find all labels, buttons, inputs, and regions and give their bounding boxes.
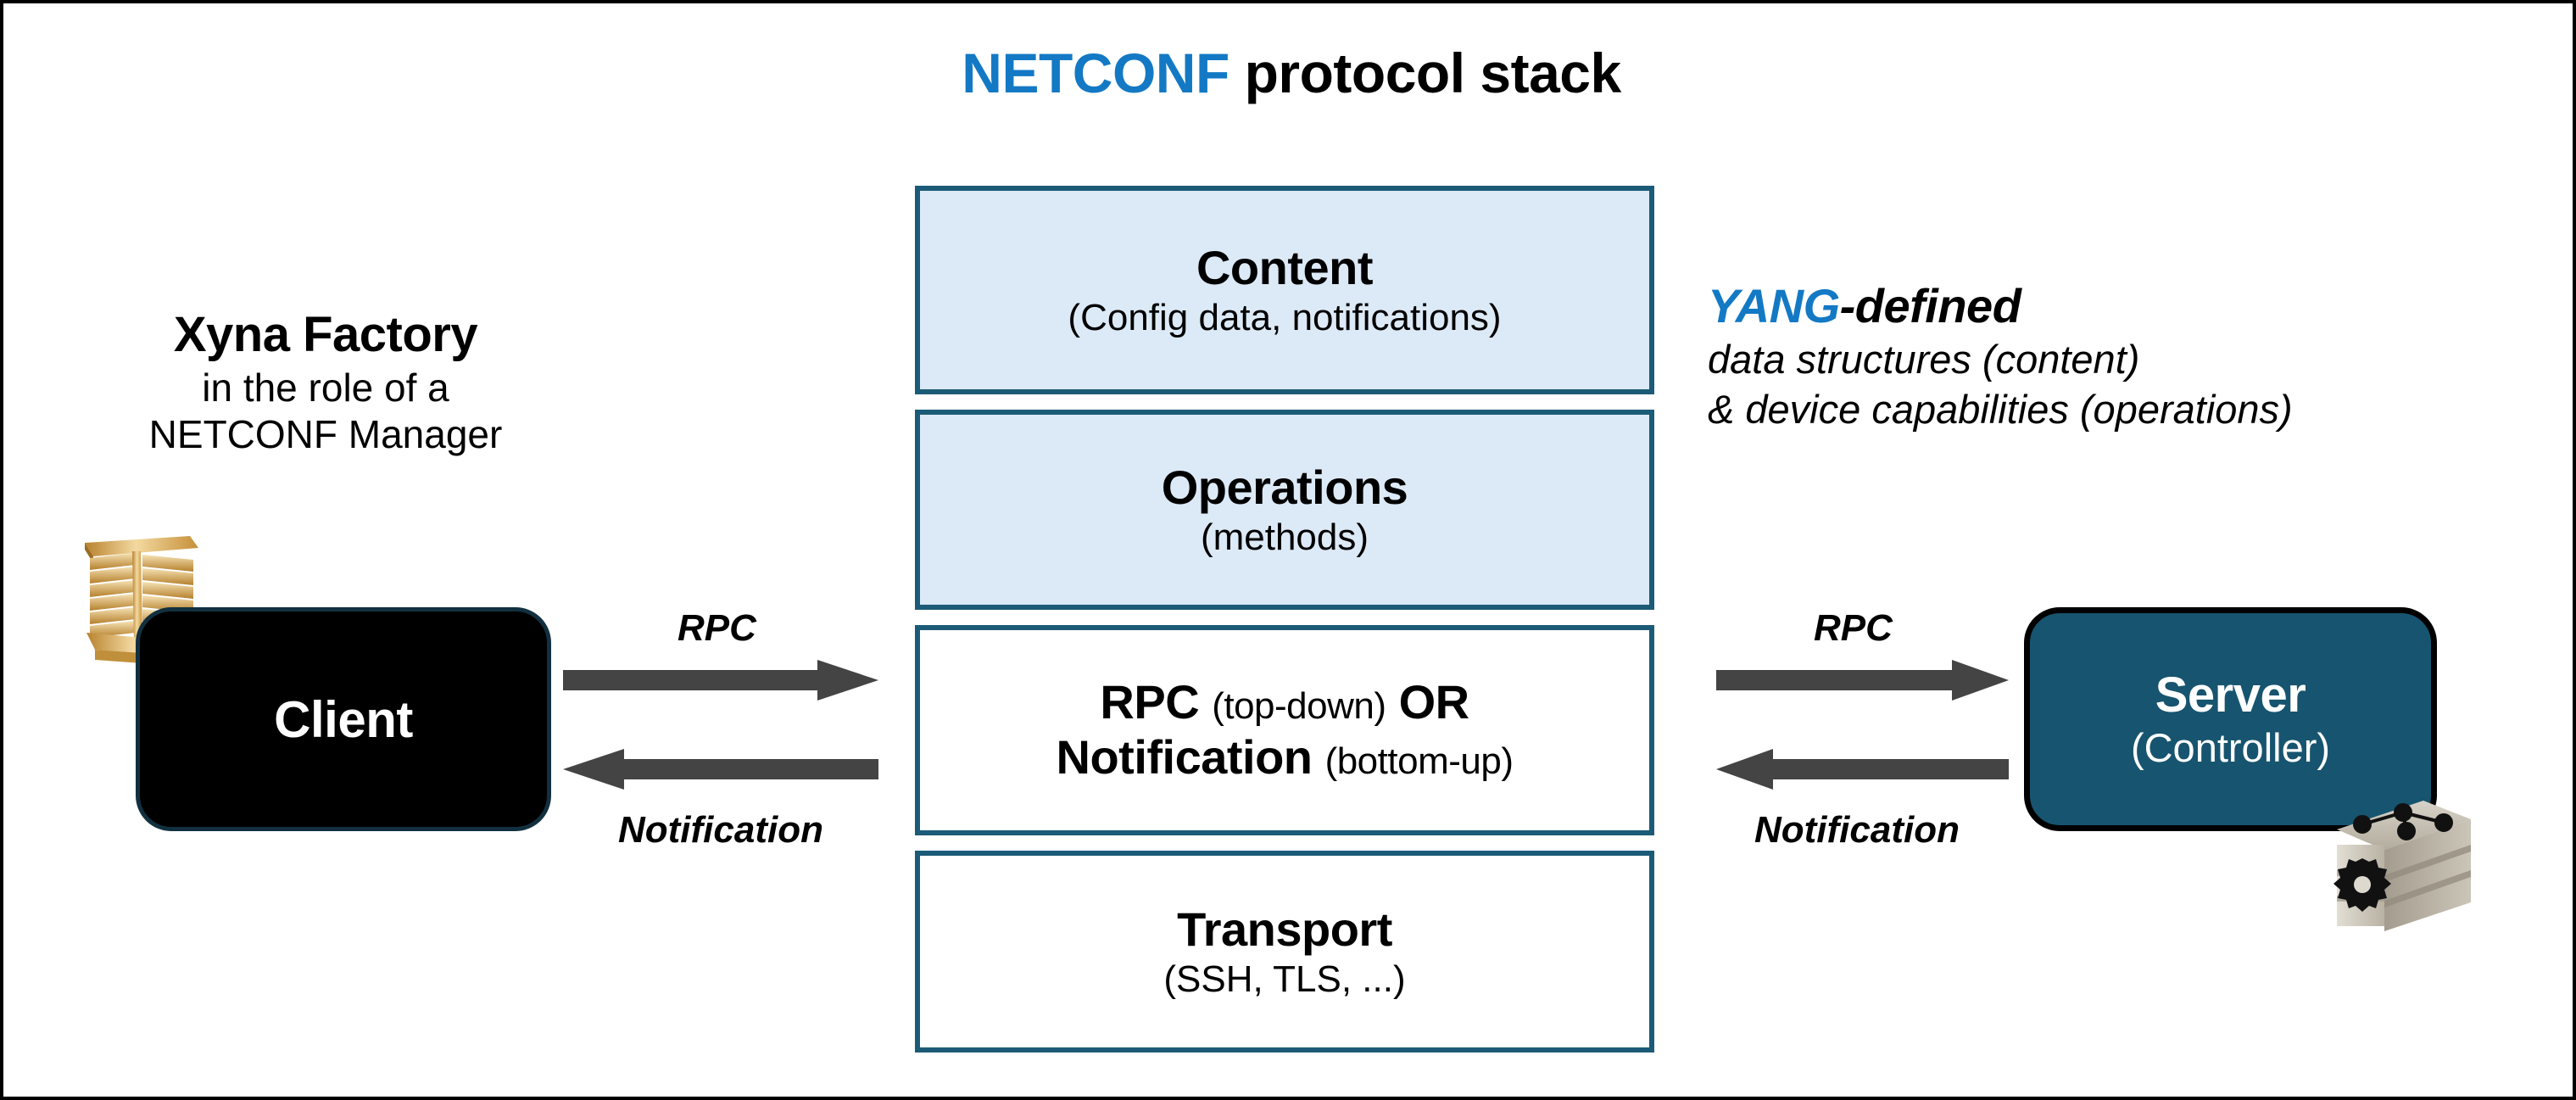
arrow-stack-to-server <box>1716 660 2009 701</box>
page-title-rest: protocol stack <box>1229 42 1622 104</box>
arrow-client-to-stack <box>563 660 878 701</box>
yang-caption: YANG-defined data structures (content) &… <box>1708 276 2564 434</box>
arrow-server-to-stack <box>1716 749 2009 790</box>
stack-layer-content-title: Content <box>1196 241 1374 294</box>
page-title: NETCONF protocol stack <box>3 41 2573 105</box>
stack-layer-or: OR <box>1398 675 1470 729</box>
server-label: Server <box>2155 667 2306 723</box>
yang-caption-line1: YANG-defined <box>1708 276 2564 335</box>
client-caption-line2: in the role of a <box>202 365 449 410</box>
client-caption-line1: Xyna Factory <box>173 307 478 362</box>
stack-layer-rpc-title: RPC <box>1100 675 1200 729</box>
stack-layer-rpc-notification[interactable]: RPC (top-down) OR Notification (bottom-u… <box>915 625 1654 835</box>
arrow-stack-to-client <box>563 749 878 790</box>
yang-caption-line2: data structures (content) <box>1708 337 2140 382</box>
server-node[interactable]: Server (Controller) <box>2024 607 2437 831</box>
stack-layer-operations[interactable]: Operations (methods) <box>915 410 1654 610</box>
arrow-label-rpc-left: RPC <box>677 607 756 649</box>
arrow-label-rpc-right: RPC <box>1814 607 1893 649</box>
stack-layer-rpc-small: (top-down) <box>1212 685 1386 728</box>
client-caption-line3: NETCONF Manager <box>148 411 503 456</box>
yang-caption-rest: -defined <box>1839 279 2021 332</box>
stack-layer-notification-small: (bottom-up) <box>1324 740 1514 782</box>
yang-caption-line3: & device capabilities (operations) <box>1708 386 2293 432</box>
stack-layer-transport[interactable]: Transport (SSH, TLS, ...) <box>915 851 1654 1053</box>
server-gear-icon <box>2333 801 2471 931</box>
stack-layer-transport-sub: (SSH, TLS, ...) <box>1163 958 1406 1000</box>
client-node[interactable]: Client <box>136 607 551 831</box>
stack-layer-operations-title: Operations <box>1161 461 1408 514</box>
client-caption: Xyna Factory in the role of a NETCONF Ma… <box>54 305 597 458</box>
arrow-label-notification-left: Notification <box>618 809 823 851</box>
arrow-label-notification-right: Notification <box>1754 809 1960 851</box>
stack-layer-notification-line: Notification (bottom-up) <box>1057 730 1514 785</box>
yang-caption-highlight: YANG <box>1708 279 1840 332</box>
stack-layer-operations-sub: (methods) <box>1200 516 1369 558</box>
stack-layer-content[interactable]: Content (Config data, notifications) <box>915 186 1654 394</box>
client-label: Client <box>274 690 413 748</box>
server-sublabel: (Controller) <box>2130 725 2331 771</box>
stack-layer-content-sub: (Config data, notifications) <box>1068 296 1502 338</box>
stack-layer-transport-title: Transport <box>1177 902 1392 956</box>
protocol-stack: Content (Config data, notifications) Ope… <box>915 186 1654 1068</box>
stack-layer-notification-title: Notification <box>1056 730 1313 784</box>
page-title-highlight: NETCONF <box>962 42 1229 104</box>
stack-layer-rpc-line: RPC (top-down) OR <box>1100 675 1469 730</box>
